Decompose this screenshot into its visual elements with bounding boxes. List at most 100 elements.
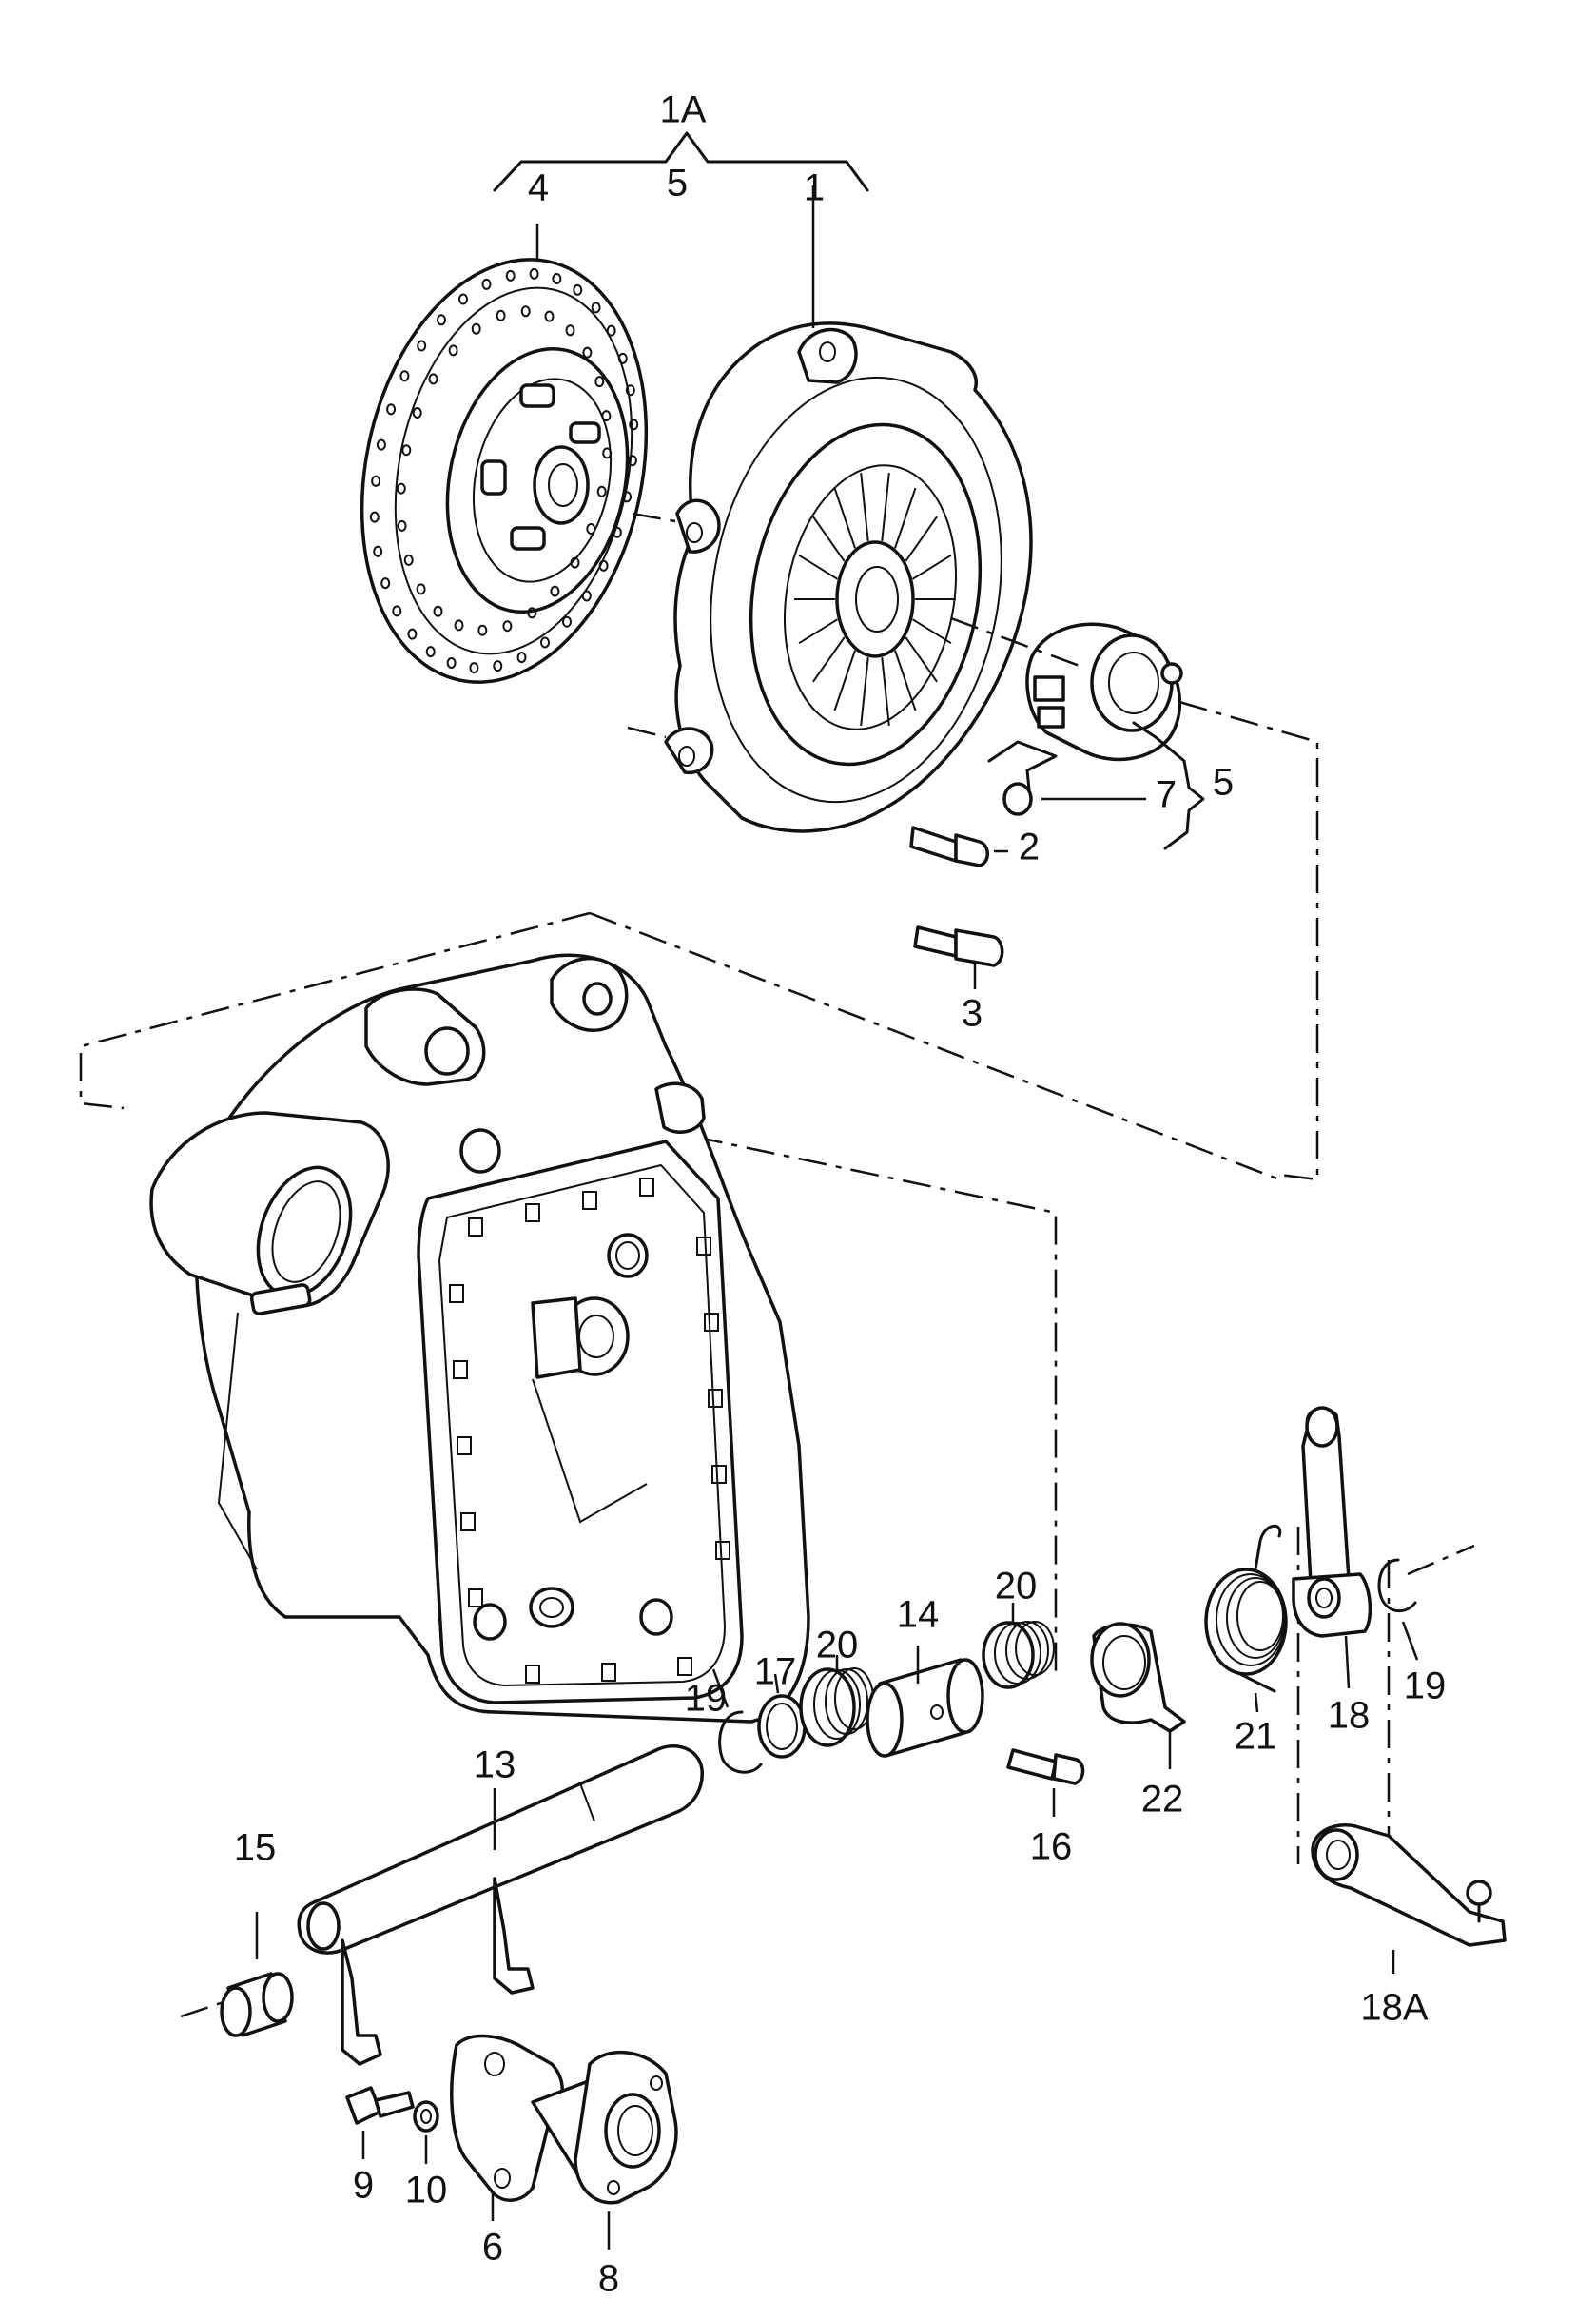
release-bearing <box>1025 622 1183 762</box>
facing-rivet <box>399 370 410 382</box>
facing-rivet <box>392 605 402 617</box>
facing-rivet <box>617 352 628 364</box>
facing-rivet <box>570 556 580 569</box>
label-9: 9 <box>353 2165 374 2207</box>
release-shaft <box>297 1744 704 2066</box>
diaphragm-finger <box>894 487 917 549</box>
flange-hole <box>460 1512 476 1531</box>
bolt-2 <box>909 826 1008 867</box>
facing-rivet <box>471 322 481 335</box>
facing-rivet <box>386 403 397 416</box>
diaphragm-finger <box>812 516 846 562</box>
bush-22 <box>1090 1622 1186 1733</box>
label-19-right: 19 <box>1404 1665 1447 1707</box>
facing-rivet <box>496 309 506 321</box>
facing-rivet <box>544 310 555 322</box>
circlip-19-left <box>718 1710 763 1774</box>
flange-hole <box>525 1665 540 1684</box>
label-13: 13 <box>474 1744 516 1786</box>
facing-rivet <box>625 384 635 397</box>
facing-rivet <box>477 624 488 636</box>
facing-rivet <box>425 646 436 658</box>
facing-rivet <box>407 628 418 640</box>
facing-rivet <box>469 662 479 674</box>
facing-rivet <box>502 620 513 633</box>
diaphragm-finger <box>860 656 869 727</box>
flange-hole <box>601 1663 616 1682</box>
pressure-plate <box>664 321 1033 833</box>
flange-hole <box>468 1588 483 1607</box>
label-19-left: 19 <box>685 1678 728 1720</box>
label-3: 3 <box>962 993 983 1035</box>
label-1: 1 <box>804 167 825 209</box>
label-1A: 1A <box>660 89 707 131</box>
flange-hole <box>525 1203 540 1222</box>
diaphragm-finger <box>860 472 869 542</box>
facing-rivet <box>591 302 601 314</box>
clutch-disc <box>360 258 649 684</box>
release-lever-18A <box>1311 1823 1507 1974</box>
retaining-clip <box>987 740 1146 816</box>
washer-10 <box>413 2100 439 2164</box>
facing-rivet <box>601 410 612 422</box>
facing-rivet <box>527 607 537 619</box>
flange-hole <box>677 1657 692 1676</box>
flange-hole <box>639 1178 654 1197</box>
bolt-3 <box>913 925 1004 989</box>
cover-8 <box>531 2051 678 2250</box>
spring-20-left <box>799 1667 874 1747</box>
release-lever-18 <box>1292 1406 1372 1689</box>
bracket-5 <box>1132 721 1205 850</box>
label-2: 2 <box>1019 827 1040 868</box>
bracket-1A <box>493 131 869 192</box>
washer-17 <box>757 1694 807 1759</box>
flange-hole <box>453 1360 468 1379</box>
facing-rivet <box>396 482 406 495</box>
facing-rivet <box>369 511 380 523</box>
facing-rivet <box>598 559 609 572</box>
facing-rivet <box>622 491 633 503</box>
facing-rivet <box>629 419 639 431</box>
transmission-housing <box>149 953 810 1724</box>
facing-rivet <box>401 444 412 457</box>
flange-hole <box>468 1217 483 1237</box>
label-16: 16 <box>1030 1826 1073 1868</box>
label-8: 8 <box>598 2258 619 2300</box>
facing-rivet <box>529 267 539 280</box>
alignment-lines <box>79 512 1475 2018</box>
label-15: 15 <box>234 1827 277 1869</box>
facing-rivet <box>448 344 458 357</box>
facing-rivet <box>380 577 391 590</box>
facing-rivet <box>428 373 438 385</box>
label-22: 22 <box>1141 1779 1184 1821</box>
bolt-16 <box>1006 1748 1085 1817</box>
facing-rivet <box>403 554 414 566</box>
facing-rivet <box>433 605 443 617</box>
label-10: 10 <box>405 2170 448 2211</box>
facing-rivet <box>520 305 531 318</box>
facing-rivet <box>454 619 464 632</box>
gasket-6 <box>450 2034 564 2221</box>
facing-rivet <box>586 523 596 535</box>
flange-hole <box>704 1313 719 1332</box>
facing-rivet <box>373 545 383 557</box>
label-5-right: 5 <box>1213 762 1234 804</box>
flange-hole <box>711 1465 727 1484</box>
facing-rivet <box>493 660 503 672</box>
label-4: 4 <box>528 167 549 209</box>
diaphragm-finger <box>905 516 938 562</box>
torsion-spring-21 <box>1204 1524 1288 1693</box>
label-7: 7 <box>1156 774 1177 816</box>
bush-15 <box>220 1912 294 2037</box>
facing-rivet <box>594 376 605 388</box>
facing-rivet <box>606 324 616 337</box>
diaphragm-finger <box>812 636 846 683</box>
facing-rivet <box>581 590 592 602</box>
facing-rivet <box>417 340 427 352</box>
facing-rivet <box>397 519 407 532</box>
facing-rivet <box>416 583 426 595</box>
facing-rivet <box>602 447 613 459</box>
flange-hole <box>582 1191 597 1210</box>
facing-rivet <box>573 283 583 296</box>
